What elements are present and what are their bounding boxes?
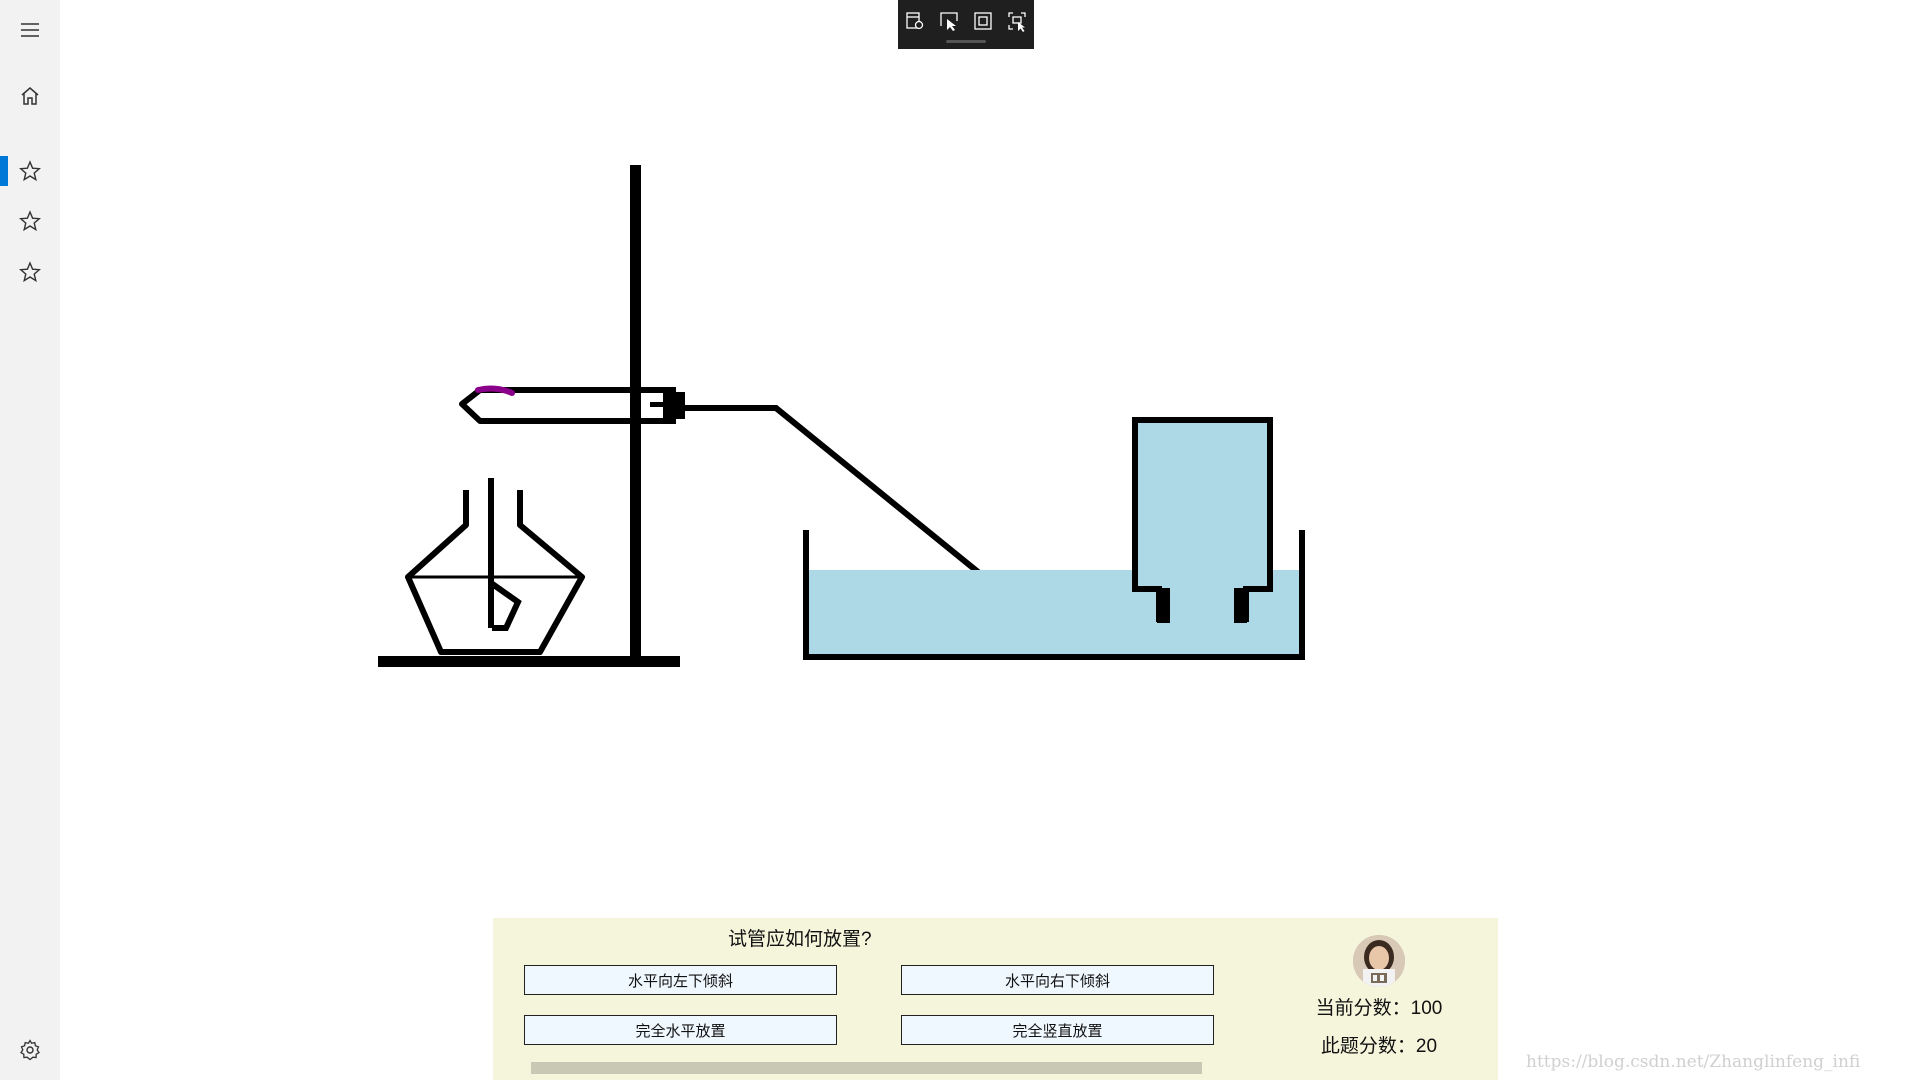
reagent: [475, 385, 515, 396]
active-indicator: [0, 156, 8, 186]
nav-item-1[interactable]: [0, 149, 60, 193]
watermark: https://blog.csdn.net/Zhanglinfeng_infi: [1526, 1052, 1861, 1072]
option-button-vertical[interactable]: 完全竖直放置: [901, 1015, 1214, 1045]
lab-apparatus: [378, 165, 1305, 667]
stand-pole: [630, 165, 641, 657]
stand-base: [378, 656, 680, 667]
live-visual-tree-icon: [906, 12, 924, 30]
nav-sidebar: [0, 0, 60, 1080]
gear-icon: [20, 1039, 40, 1061]
option-button-horizontal[interactable]: 完全水平放置: [524, 1015, 837, 1045]
track-focus-button[interactable]: [1004, 8, 1030, 34]
star-icon: [19, 210, 41, 232]
option-button-tilt-left-down[interactable]: 水平向左下倾斜: [524, 965, 837, 995]
select-element-icon: [940, 12, 958, 31]
option-button-tilt-right-down[interactable]: 水平向右下倾斜: [901, 965, 1214, 995]
collection-bottle: [1132, 417, 1273, 623]
debug-toolbar: [898, 0, 1034, 49]
alcohol-lamp: [405, 478, 585, 655]
hamburger-menu-button[interactable]: [0, 8, 60, 52]
current-score: 当前分数：100: [1315, 998, 1443, 1019]
progress-fill: [531, 1062, 1202, 1074]
display-layout-adorners-icon: [974, 12, 992, 30]
stopper: [663, 392, 685, 419]
hamburger-icon: [21, 23, 39, 37]
display-layout-adorners-button[interactable]: [970, 8, 996, 34]
home-icon: [21, 87, 39, 105]
star-icon: [19, 160, 41, 182]
settings-button[interactable]: [0, 1028, 60, 1072]
question-text: 试管应如何放置?: [728, 929, 872, 950]
quiz-panel: 试管应如何放置? 水平向左下倾斜 水平向右下倾斜 完全水平放置 完全竖直放置 当…: [493, 918, 1498, 1080]
select-element-button[interactable]: [936, 8, 962, 34]
nav-item-3[interactable]: [0, 250, 60, 294]
toolbar-drag-handle[interactable]: [946, 40, 986, 43]
question-score: 此题分数：20: [1320, 1036, 1438, 1057]
test-tube: [459, 385, 685, 424]
home-button[interactable]: [0, 74, 60, 118]
avatar: [1353, 935, 1405, 987]
star-icon: [19, 261, 41, 283]
live-visual-tree-button[interactable]: [902, 8, 928, 34]
track-focus-icon: [1008, 12, 1026, 32]
progress-bar: [531, 1062, 1202, 1074]
nav-item-2[interactable]: [0, 199, 60, 243]
